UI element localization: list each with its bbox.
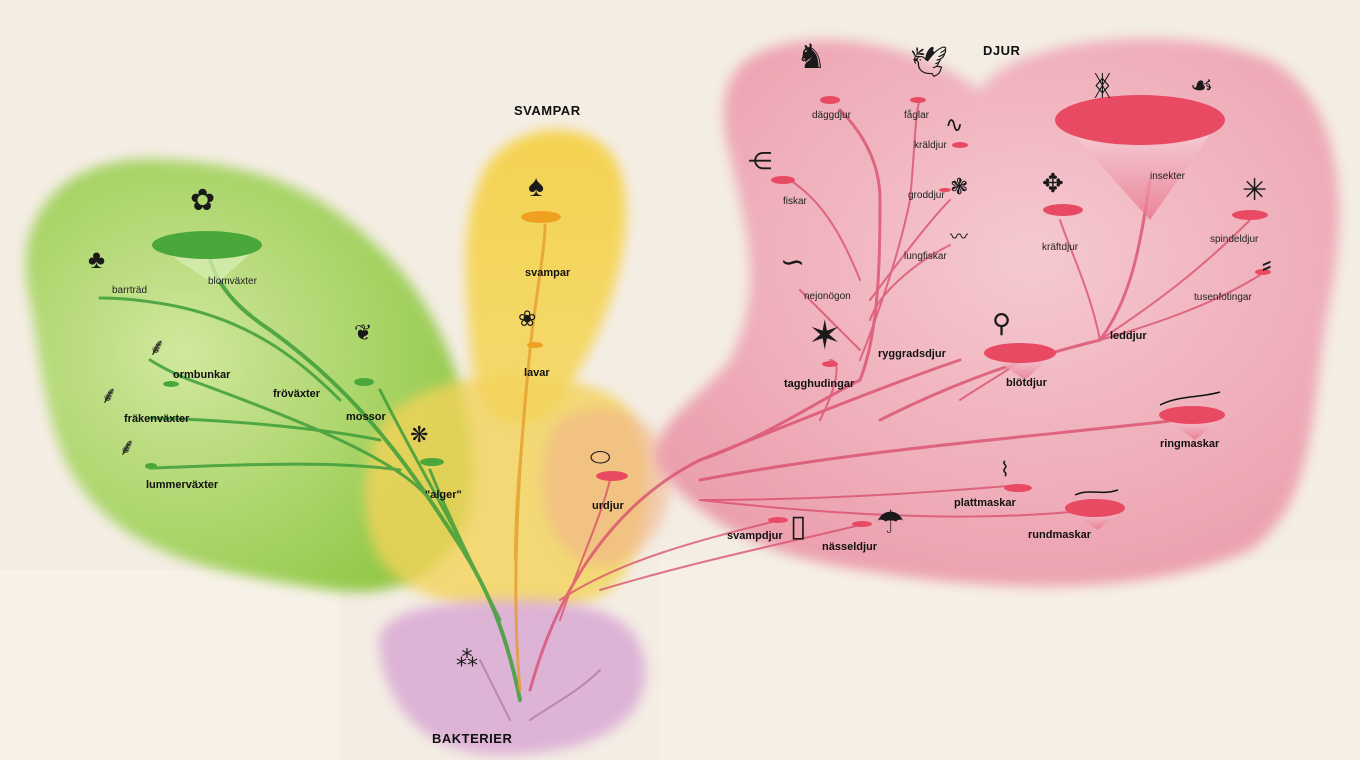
label-leddjur: leddjur <box>1110 330 1147 342</box>
label-kraftdjur: kräftdjur <box>1042 242 1078 253</box>
djur-title: DJUR <box>983 43 1020 58</box>
horsetail-icon: ⸙ <box>100 384 118 408</box>
label-groddjur: groddjur <box>908 190 945 201</box>
fern-icon: ⸙ <box>148 336 166 360</box>
disc-svampar <box>521 211 561 223</box>
disc-kraldjur <box>952 142 968 148</box>
alga-icon: ❋ <box>410 424 428 446</box>
label-trakenvaxter: fräkenväxter <box>124 413 189 425</box>
label-insekter: insekter <box>1150 171 1185 182</box>
label-svampdjur: svampdjur <box>727 530 783 542</box>
lamprey-icon: ∽ <box>780 248 805 278</box>
label-nasseldjur: nässeldjur <box>822 541 877 553</box>
flower-plant-icon: ✿ <box>190 186 215 216</box>
disc-tagghudingar <box>822 361 838 367</box>
lichen-icon: ❀ <box>518 308 536 330</box>
label-svampar: svampar <box>525 267 570 279</box>
disc-ormbunkar <box>163 381 179 387</box>
label-nejonogon: nejonögon <box>804 291 851 302</box>
grasshopper-icon: ☙ <box>1190 72 1213 98</box>
tree-icon: ♣ <box>88 246 105 272</box>
lobster-icon: ✥ <box>1042 170 1064 196</box>
jellyfish-icon: ☂ <box>876 506 905 538</box>
disc-svampdjur <box>768 517 788 523</box>
mushroom-icon: ♠ <box>528 172 544 202</box>
label-daggdjur: däggdjur <box>812 110 851 121</box>
bakterier-title: BAKTERIER <box>432 731 512 746</box>
sponge-icon: ▯ <box>790 512 807 542</box>
label-tusenfotingar: tusenfotingar <box>1194 292 1252 303</box>
disc-lavar <box>527 342 543 348</box>
label-plattmaskar: plattmaskar <box>954 497 1016 509</box>
starfish-icon: ✶ <box>808 316 842 356</box>
disc-kraftdjur <box>1043 204 1083 216</box>
centipede-icon: ⸗ <box>1262 250 1271 278</box>
svampar-title: SVAMPAR <box>514 103 581 118</box>
disc-urdjur <box>596 471 628 481</box>
label-ringmaskar: ringmaskar <box>1160 438 1219 450</box>
disc-lummervaxter <box>145 463 157 469</box>
label-lavar: lavar <box>524 367 550 379</box>
frog-icon: ❃ <box>950 176 968 198</box>
disc-fiskar <box>771 176 795 184</box>
fish-icon: ⋲ <box>748 150 772 174</box>
lungfish-icon: 〰 <box>950 228 968 246</box>
label-faglar: fåglar <box>904 110 929 121</box>
label-fiskar: fiskar <box>783 196 807 207</box>
label-urdjur: urdjur <box>592 500 624 512</box>
bacteria-icon: ⁂ <box>456 648 478 670</box>
label-rundmaskar: rundmaskar <box>1028 529 1091 541</box>
label-tagghudingar: tagghudingar <box>784 378 854 390</box>
label-ryggradsdjur: ryggradsdjur <box>878 348 946 360</box>
label-blotdjur: blötdjur <box>1006 377 1047 389</box>
disc-mossor <box>354 378 374 386</box>
label-kraldjur: kräldjur <box>914 140 947 151</box>
lizard-icon: ∿ <box>945 114 963 136</box>
disc-alger <box>420 458 444 466</box>
disc-daggdjur <box>820 96 840 104</box>
butterfly-icon: ᛤ <box>1094 72 1111 100</box>
squid-icon: ⚲ <box>992 310 1011 336</box>
label-frovaxter: fröväxter <box>273 388 320 400</box>
moss-icon: ❦ <box>354 322 372 344</box>
disc-nasseldjur <box>852 521 872 527</box>
flatworm-icon: ⌇ <box>1000 460 1010 480</box>
spider-icon: ✳ <box>1242 176 1267 206</box>
label-blomvaxter: blomväxter <box>208 276 257 287</box>
label-lungfiskar: lungfiskar <box>904 251 947 262</box>
disc-faglar <box>910 97 926 103</box>
bird-icon: 🕊 <box>910 48 948 78</box>
protozoa-icon: ⬭ <box>590 446 611 470</box>
label-mossor: mossor <box>346 411 386 423</box>
label-spindeldjur: spindeldjur <box>1210 234 1258 245</box>
label-barrtrad: barrträd <box>112 285 147 296</box>
label-lummervaxter: lummerväxter <box>146 479 218 491</box>
horse-icon: ♞ <box>796 40 826 74</box>
label-alger: "alger" <box>425 489 462 501</box>
disc-spindeldjur <box>1232 210 1268 220</box>
label-ormbunkar: ormbunkar <box>173 369 230 381</box>
disc-plattmaskar <box>1004 484 1032 492</box>
clubmoss-icon: ⸙ <box>118 436 136 460</box>
